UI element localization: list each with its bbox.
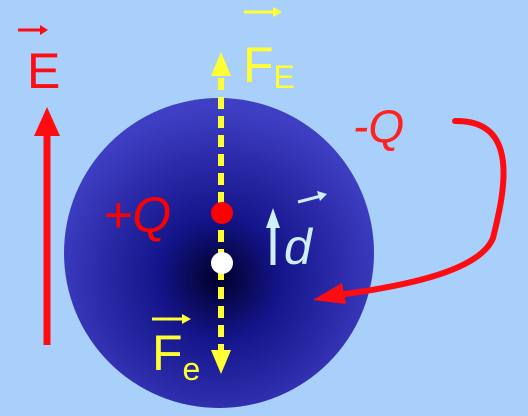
field-arrow [34, 107, 60, 345]
force-e-subscript: e [183, 351, 201, 387]
negative-charge-label: -Q [353, 100, 404, 152]
force-E-arrowhead [211, 52, 231, 76]
field-label: E [27, 43, 60, 99]
force-E-label: FE [243, 37, 295, 95]
positive-charge-label: +Q [103, 187, 171, 243]
force-E-vector-arrow-icon [244, 7, 282, 17]
center-point-dot [211, 252, 233, 274]
positive-charge-dot [211, 202, 233, 224]
force-E-subscript: E [274, 59, 295, 95]
dipole-label: d [284, 219, 314, 275]
field-vector-arrow-icon [18, 25, 48, 35]
